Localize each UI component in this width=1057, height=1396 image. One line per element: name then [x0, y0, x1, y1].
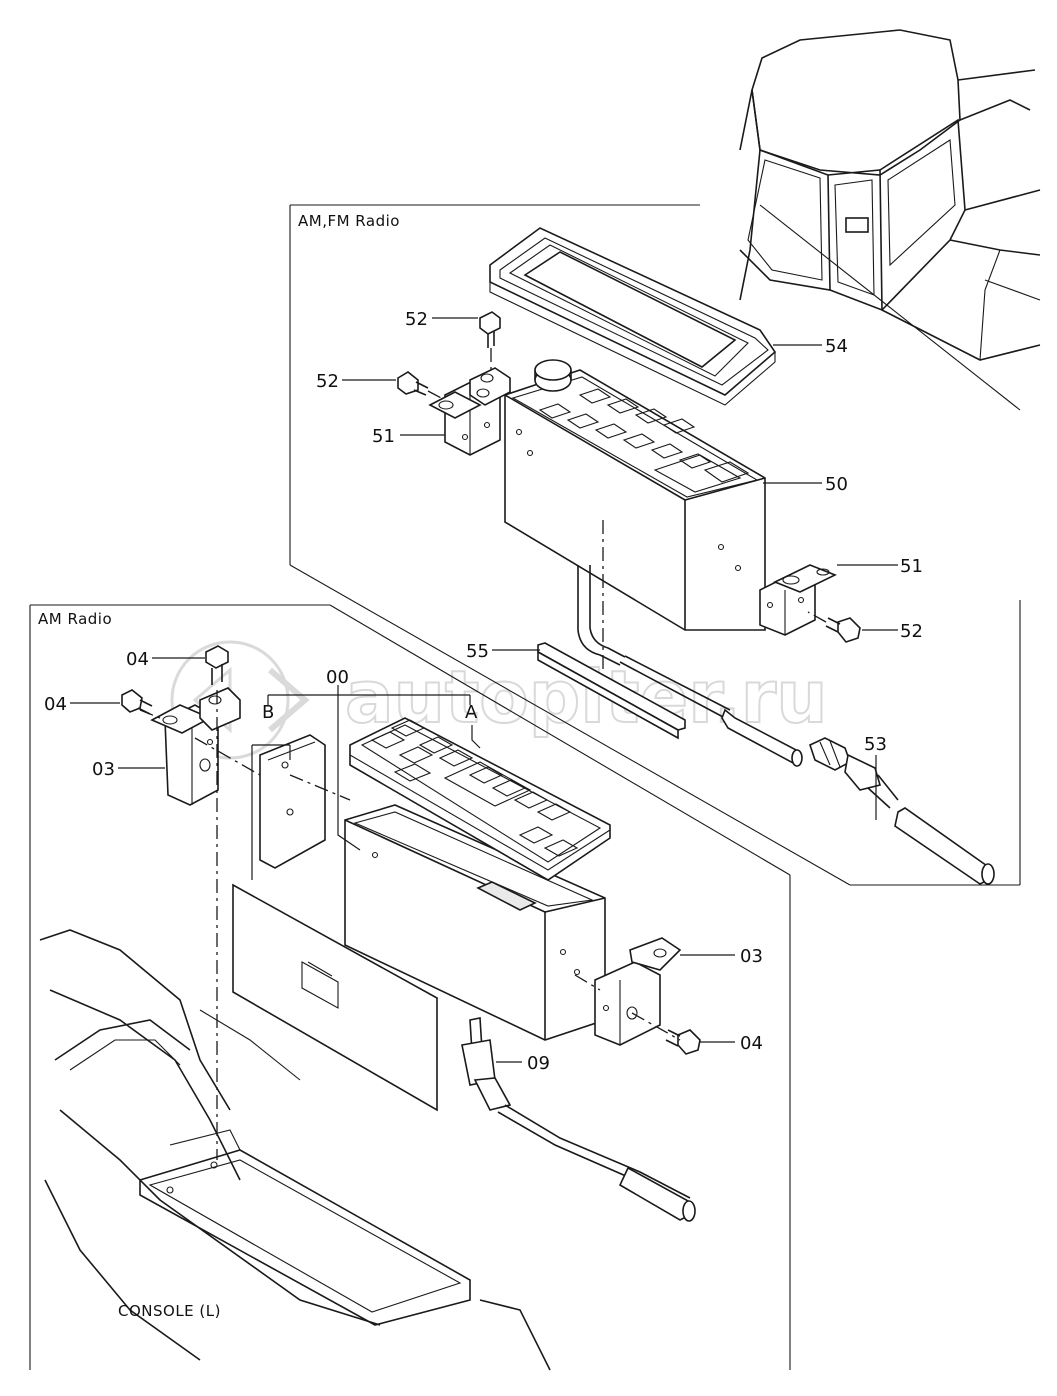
callout-04-c: 04: [740, 1033, 763, 1054]
callout-54: 54: [825, 336, 848, 357]
callout-51-b: 51: [900, 556, 923, 577]
part-51-bracket-right: [759, 564, 837, 636]
part-52-screw-a: [479, 311, 501, 372]
part-52-screw-b: [397, 371, 446, 401]
callout-labels: 52 52 54 51 50 51 52 55 53 04 04 00 B A …: [44, 309, 923, 1074]
callout-03-a: 03: [92, 759, 115, 780]
watermark: autopiter.ru: [170, 640, 829, 760]
frame-am-fm: AM,FM Radio: [289, 204, 1021, 886]
part-53-antenna-cable: [619, 655, 995, 885]
part-mounting-plate: [232, 883, 438, 1112]
part-03-bracket-right: [594, 937, 682, 1046]
part-04-screw-a: [205, 645, 229, 685]
callout-55: 55: [466, 641, 489, 662]
frame-title-am-fm: AM,FM Radio: [298, 212, 400, 230]
callout-51-a: 51: [372, 426, 395, 447]
part-04-screw-c: [665, 1029, 701, 1055]
callout-04-b: 04: [44, 694, 67, 715]
part-55-plate: [537, 642, 686, 740]
frame-am: AM Radio: [29, 604, 791, 1370]
part-51-bracket-left: [428, 367, 511, 456]
callout-52-b: 52: [316, 371, 339, 392]
callout-04-a: 04: [126, 649, 149, 670]
part-52-screw-c: [807, 611, 861, 643]
part-54-bezel: [489, 227, 777, 406]
part-09-antenna-cable: [461, 1017, 696, 1222]
callout-09: 09: [527, 1053, 550, 1074]
callout-03-b: 03: [740, 946, 763, 967]
part-b-plate: [259, 734, 326, 869]
alignment-lines: [139, 690, 681, 1160]
callout-00: 00: [326, 667, 349, 688]
part-am-radio-panel: [349, 717, 611, 881]
part-03-bracket-left: [150, 687, 241, 806]
frame-title-am: AM Radio: [38, 610, 112, 628]
part-04-screw-b: [121, 689, 153, 715]
watermark-chevron-icon: [268, 667, 310, 733]
console-illustration: [39, 929, 551, 1371]
console-label: CONSOLE (L): [118, 1302, 221, 1320]
callout-52-c: 52: [900, 621, 923, 642]
part-am-radio-box: [344, 804, 606, 1041]
callout-a: A: [465, 702, 478, 723]
callout-53: 53: [864, 734, 887, 755]
callout-50: 50: [825, 474, 848, 495]
part-50-radio-box: [504, 359, 766, 670]
leader-lines: [70, 317, 898, 1063]
callout-52-a: 52: [405, 309, 428, 330]
cab-illustration: [739, 29, 1041, 361]
callout-b: B: [262, 702, 274, 723]
